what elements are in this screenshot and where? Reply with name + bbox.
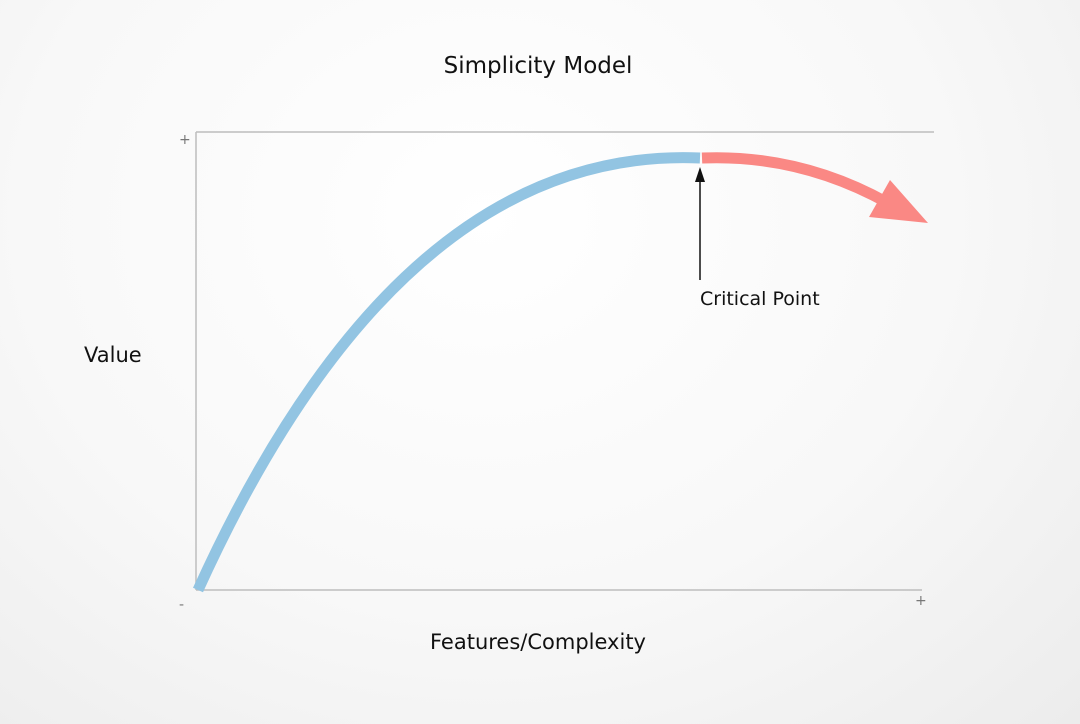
value-decline-curve bbox=[701, 152, 891, 208]
value-growth-curve bbox=[192, 152, 701, 593]
x-axis-minus-tick: - bbox=[179, 597, 185, 613]
critical-point-pointer-head bbox=[695, 167, 705, 182]
diagram-title: Simplicity Model bbox=[443, 53, 633, 79]
x-axis-plus-tick: + bbox=[915, 593, 927, 609]
critical-point-label: Critical Point bbox=[700, 288, 820, 310]
x-axis-label: Features/Complexity bbox=[430, 630, 646, 654]
y-axis-label: Value bbox=[84, 343, 142, 367]
y-axis-plus-tick: + bbox=[179, 132, 191, 148]
decline-arrowhead bbox=[869, 180, 928, 223]
